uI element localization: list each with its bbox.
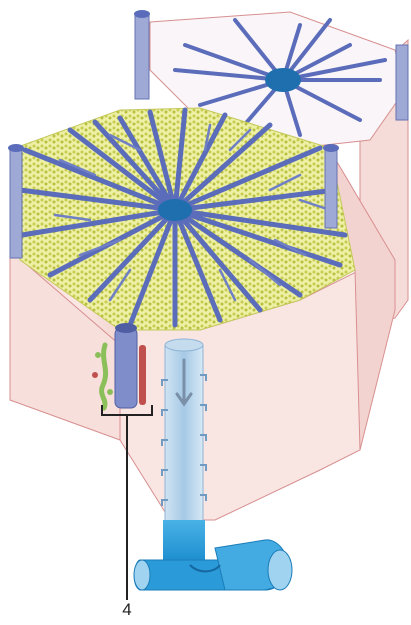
back-portal-post-right	[396, 45, 408, 120]
sublobular-vein-icon	[134, 520, 292, 590]
back-central-vein	[265, 68, 301, 92]
central-vein-icon	[158, 199, 192, 221]
back-portal-post-left	[135, 14, 149, 99]
portal-post-right	[325, 148, 337, 228]
collecting-vein	[162, 339, 206, 540]
triad-hepatic-artery	[139, 345, 146, 405]
portal-post-left	[10, 148, 22, 258]
label-4: 4	[118, 600, 136, 620]
triad-portal-vein	[115, 328, 137, 408]
